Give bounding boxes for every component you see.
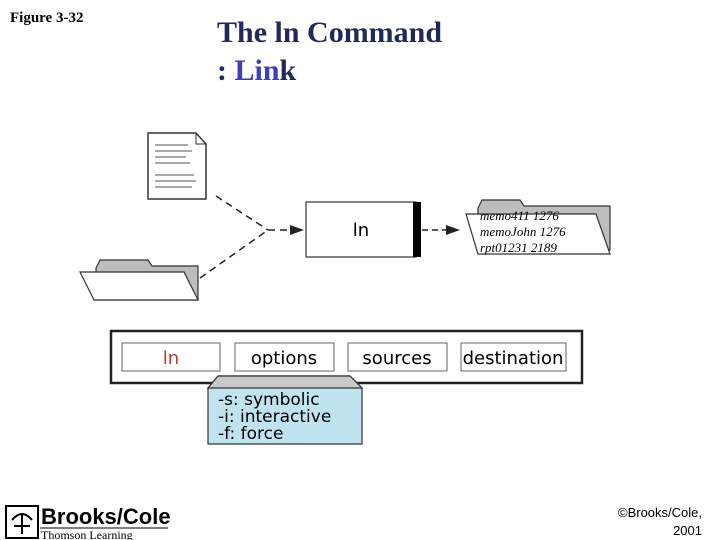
- slide-title: The ln Command : Link: [217, 14, 442, 90]
- syntax-options: options: [251, 348, 317, 369]
- source-document-icon: [147, 132, 207, 200]
- arrow-into-folder: [446, 225, 460, 235]
- target-folder-icon: [465, 199, 611, 255]
- target-file-1: memo411 1276: [480, 208, 559, 223]
- title-line-2: : Link: [217, 52, 442, 90]
- dashed-connectors: [199, 195, 292, 279]
- title-line-1: The ln Command: [217, 16, 443, 49]
- syntax-cell-options: [234, 342, 335, 372]
- syntax-cell-destination: [460, 342, 567, 372]
- syntax-ln: ln: [163, 348, 179, 369]
- command-box-label: ln: [353, 220, 369, 241]
- title-rest: k: [279, 54, 297, 87]
- arrow-into-command: [290, 225, 304, 235]
- figure-label: Figure 3-32: [10, 10, 84, 26]
- brooks-cole-logo: [5, 505, 168, 539]
- options-callout: [206, 375, 364, 445]
- title-prefix: :: [217, 54, 235, 87]
- syntax-cell-ln: [121, 342, 221, 372]
- logo-sub: Thomson Learning: [41, 528, 133, 540]
- title-accent: Lin: [234, 54, 280, 87]
- logo-name: Brooks/Cole: [41, 504, 171, 529]
- syntax-sources: sources: [362, 348, 431, 369]
- target-file-3: rpt01231 2189: [480, 240, 557, 255]
- source-folder-icon: [79, 259, 199, 301]
- option-force: -f: force: [218, 424, 283, 444]
- copyright: ©Brooks/Cole, 2001: [618, 504, 702, 540]
- option-interactive: -i: interactive: [218, 407, 331, 427]
- option-symbolic: -s: symbolic: [218, 390, 320, 410]
- ln-command-box: [305, 201, 421, 258]
- target-file-2: memoJohn 1276: [480, 224, 566, 239]
- copyright-line-2: 2001: [673, 523, 702, 538]
- syntax-cell-sources: [347, 342, 448, 372]
- syntax-destination: destination: [463, 348, 564, 369]
- copyright-line-1: ©Brooks/Cole,: [618, 505, 702, 520]
